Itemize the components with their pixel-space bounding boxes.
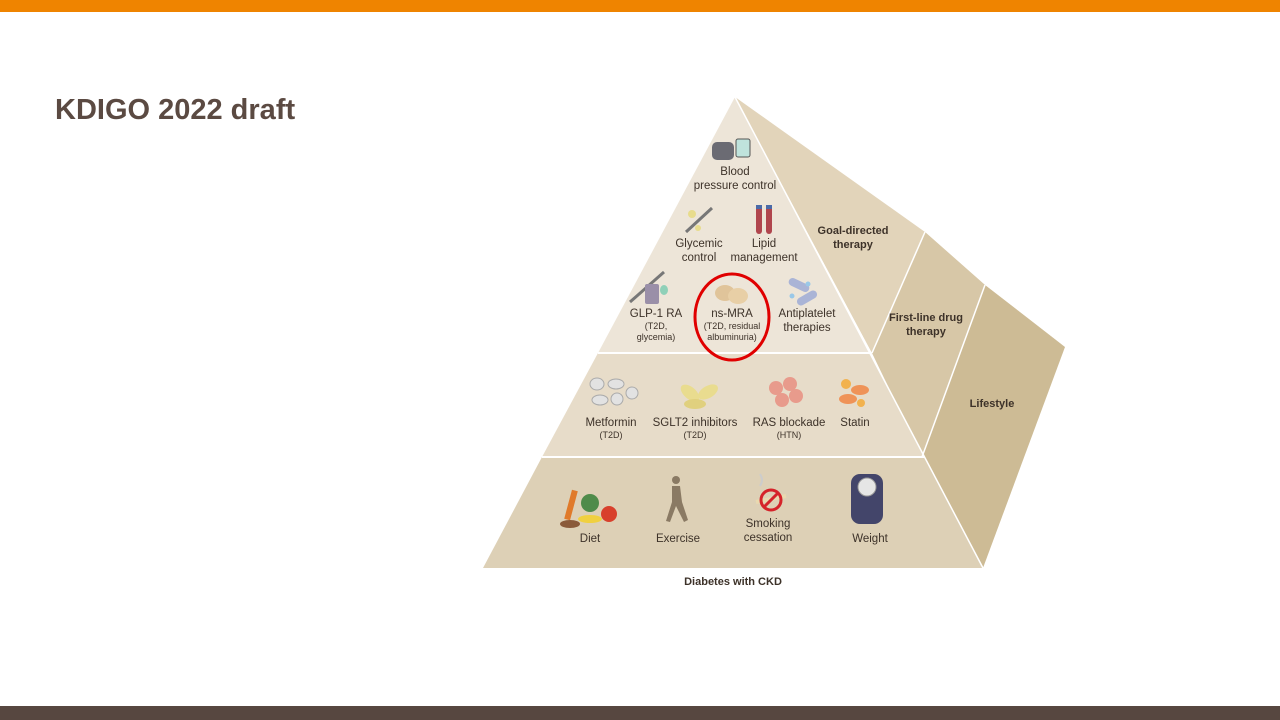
top-accent-bar (0, 0, 1280, 12)
side-label-goal-directed: Goal-directed therapy (817, 225, 889, 251)
highlight-circle (693, 272, 771, 362)
label-weight: Weight (852, 533, 888, 545)
side-face-goal-fill (735, 97, 925, 353)
syringe-icon (684, 206, 714, 234)
pill-icon (715, 285, 748, 304)
tier-bottom (483, 457, 983, 568)
statin-pills-icon (839, 379, 869, 407)
pyramid-caption: Diabetes with CKD (684, 576, 782, 588)
side-label-first-line: First-line drug therapy (889, 312, 963, 338)
ras-blockade-pills-icon (769, 377, 803, 407)
tier-middle (542, 353, 925, 457)
diet-food-icon (560, 489, 617, 528)
test-tubes-icon (756, 205, 772, 234)
weight-scale-icon (851, 474, 883, 524)
label-statin: Statin (840, 417, 870, 429)
metformin-pills-icon (589, 377, 639, 406)
blood-pressure-monitor-icon (712, 138, 751, 160)
label-metformin: Metformin(T2D) (585, 417, 637, 440)
label-exercise: Exercise (655, 533, 701, 545)
side-face-lifestyle (922, 285, 1065, 568)
label-sglt2: SGLT2 inhibitors(T2D) (652, 417, 738, 440)
label-diet: Diet (579, 533, 601, 545)
footer-bar (0, 706, 1280, 720)
no-smoking-icon (755, 473, 787, 512)
sglt2-pills-icon (680, 384, 718, 409)
slide-title: KDIGO 2022 draft (55, 94, 296, 126)
capsules-icon (788, 278, 818, 306)
side-label-lifestyle: Lifestyle (969, 398, 1015, 410)
label-glp1-ra: GLP-1 RA(T2D,glycemia) (629, 308, 683, 342)
exercise-runner-icon (666, 476, 688, 522)
label-ras-blockade: RAS blockade(HTN) (752, 417, 826, 440)
injection-pen-icon (629, 270, 668, 304)
side-face-firstline (872, 232, 985, 457)
